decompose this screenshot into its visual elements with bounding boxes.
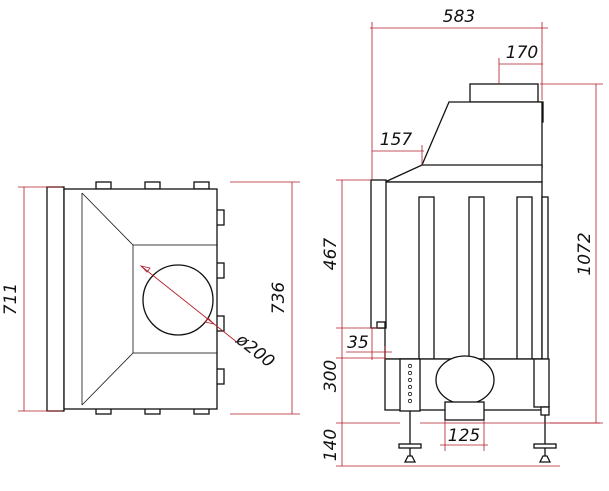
fin <box>418 196 435 360</box>
dim-overall-height-label: 1072 <box>575 232 595 275</box>
dim-base-height-label: 300 <box>321 360 341 392</box>
lug <box>95 181 112 190</box>
air-inlet <box>435 355 495 405</box>
hood-transition <box>384 164 543 183</box>
dim-door-step-label: 35 <box>347 333 369 353</box>
dim-depth-label: 736 <box>269 282 289 315</box>
dim-flue-diameter-label: ø200 <box>231 329 278 372</box>
lug <box>144 181 161 190</box>
dim-flue-collar-label: 170 <box>506 43 538 63</box>
dim-air-inlet-label: 125 <box>448 426 480 446</box>
control-dots <box>407 363 413 404</box>
hood <box>421 101 543 169</box>
top-body <box>63 188 218 410</box>
rear-fin <box>541 196 549 360</box>
side-view: 583 170 157 1072 467 35 300 140 <box>321 7 603 467</box>
fin <box>516 196 533 360</box>
flue-outlet <box>142 264 214 336</box>
air-inlet-duct <box>444 401 485 421</box>
flue-plate <box>132 244 218 354</box>
front-frame <box>46 186 65 412</box>
dim-overall-depth-label: 583 <box>443 7 475 27</box>
door-frame <box>370 179 387 329</box>
top-view: 711 736 ø200 <box>1 181 300 415</box>
lug <box>193 181 210 190</box>
foot <box>533 443 557 449</box>
dim-door-height-label: 467 <box>321 238 341 271</box>
dim-width-label: 711 <box>1 283 21 315</box>
fin <box>468 196 485 360</box>
dim-front-offset-label: 157 <box>380 130 413 150</box>
dim-feet-height-label: 140 <box>321 429 341 461</box>
rear-leg-housing <box>533 358 550 408</box>
flue-collar <box>469 83 539 103</box>
foot <box>398 443 422 449</box>
